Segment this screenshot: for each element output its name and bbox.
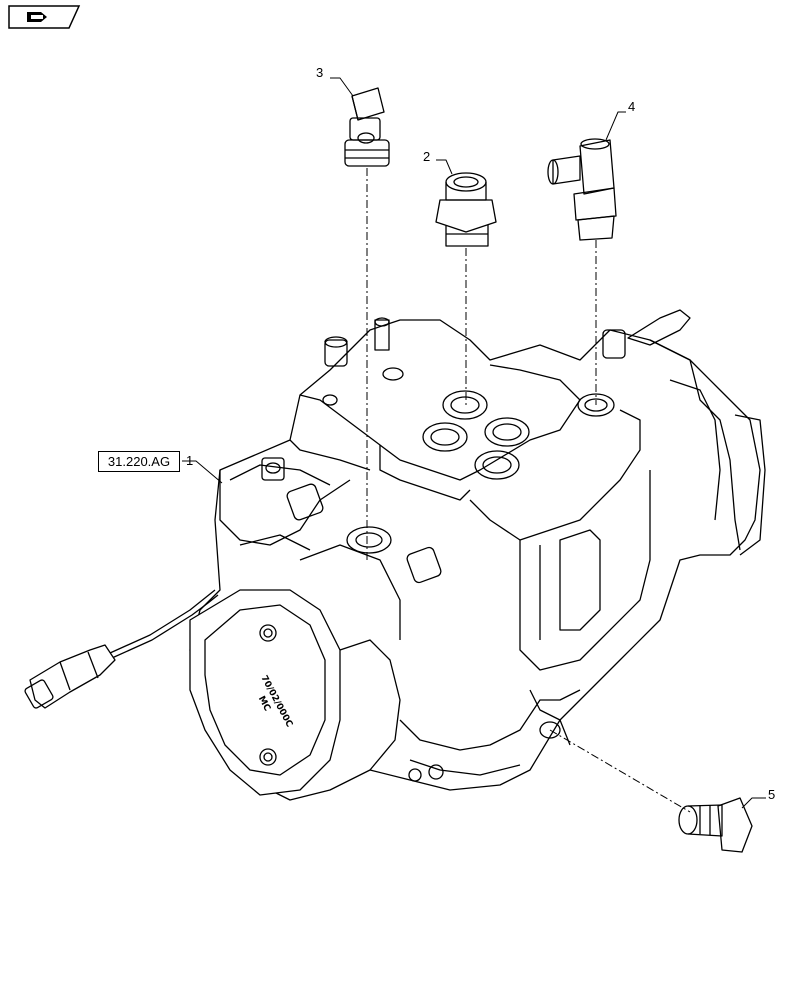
cover-bolts xyxy=(259,624,444,782)
reference-link-box[interactable]: 31.220.AG xyxy=(98,451,180,472)
callout-leaders xyxy=(182,77,766,809)
assembly-paths xyxy=(366,168,691,813)
part-2-adapter xyxy=(435,172,497,247)
manifold-ports xyxy=(322,367,615,739)
pump-fittings xyxy=(261,309,691,584)
sensor-cable-connector xyxy=(24,589,219,709)
callout-3: 3 xyxy=(316,65,324,80)
callout-5: 5 xyxy=(768,787,776,802)
callout-4: 4 xyxy=(628,99,636,114)
part-4-tee xyxy=(547,138,617,241)
part-3-fitting xyxy=(344,87,390,167)
nav-back-button[interactable] xyxy=(7,4,81,30)
part-5-plug xyxy=(678,797,753,853)
book-arrow-icon xyxy=(8,5,81,29)
callout-1: 1 xyxy=(186,453,194,468)
hydraulic-pump-body xyxy=(189,319,766,801)
callout-2: 2 xyxy=(423,149,431,164)
